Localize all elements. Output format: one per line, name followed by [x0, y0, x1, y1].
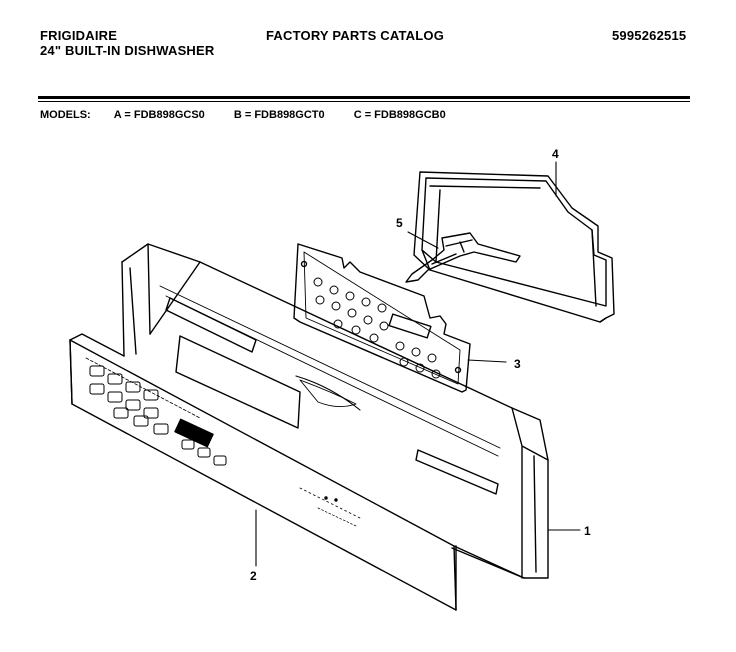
board-button-grid [313, 277, 441, 379]
header-rule [38, 96, 690, 99]
part-1-console-frame [121, 243, 549, 579]
part-5-ribbon-cable [405, 232, 521, 283]
part-2-front-panel [69, 333, 525, 611]
callout-5: 5 [396, 216, 403, 230]
brand-name: FRIGIDAIRE [40, 28, 118, 43]
part-4-housing [413, 171, 615, 323]
callout-2: 2 [250, 569, 257, 583]
catalog-title: FACTORY PARTS CATALOG [266, 28, 445, 43]
models-line: MODELS: A = FDB898GCS0 B = FDB898GCT0 C … [40, 109, 472, 121]
header-rule-thin [38, 101, 690, 102]
callout-leaders [255, 161, 581, 567]
model-b: B = FDB898GCT0 [233, 109, 325, 121]
callout-4: 4 [552, 147, 559, 161]
model-a: A = FDB898GCS0 [113, 109, 205, 121]
catalog-part-number: 5995262515 [612, 28, 687, 43]
appliance-title: 24" BUILT-IN DISHWASHER [40, 43, 215, 58]
models-label: MODELS: [40, 109, 91, 121]
panel-touch-keys [89, 365, 338, 502]
model-c: C = FDB898GCB0 [353, 109, 446, 121]
part-3-control-board [293, 243, 471, 393]
callout-1: 1 [584, 524, 591, 538]
callout-3: 3 [514, 357, 521, 371]
